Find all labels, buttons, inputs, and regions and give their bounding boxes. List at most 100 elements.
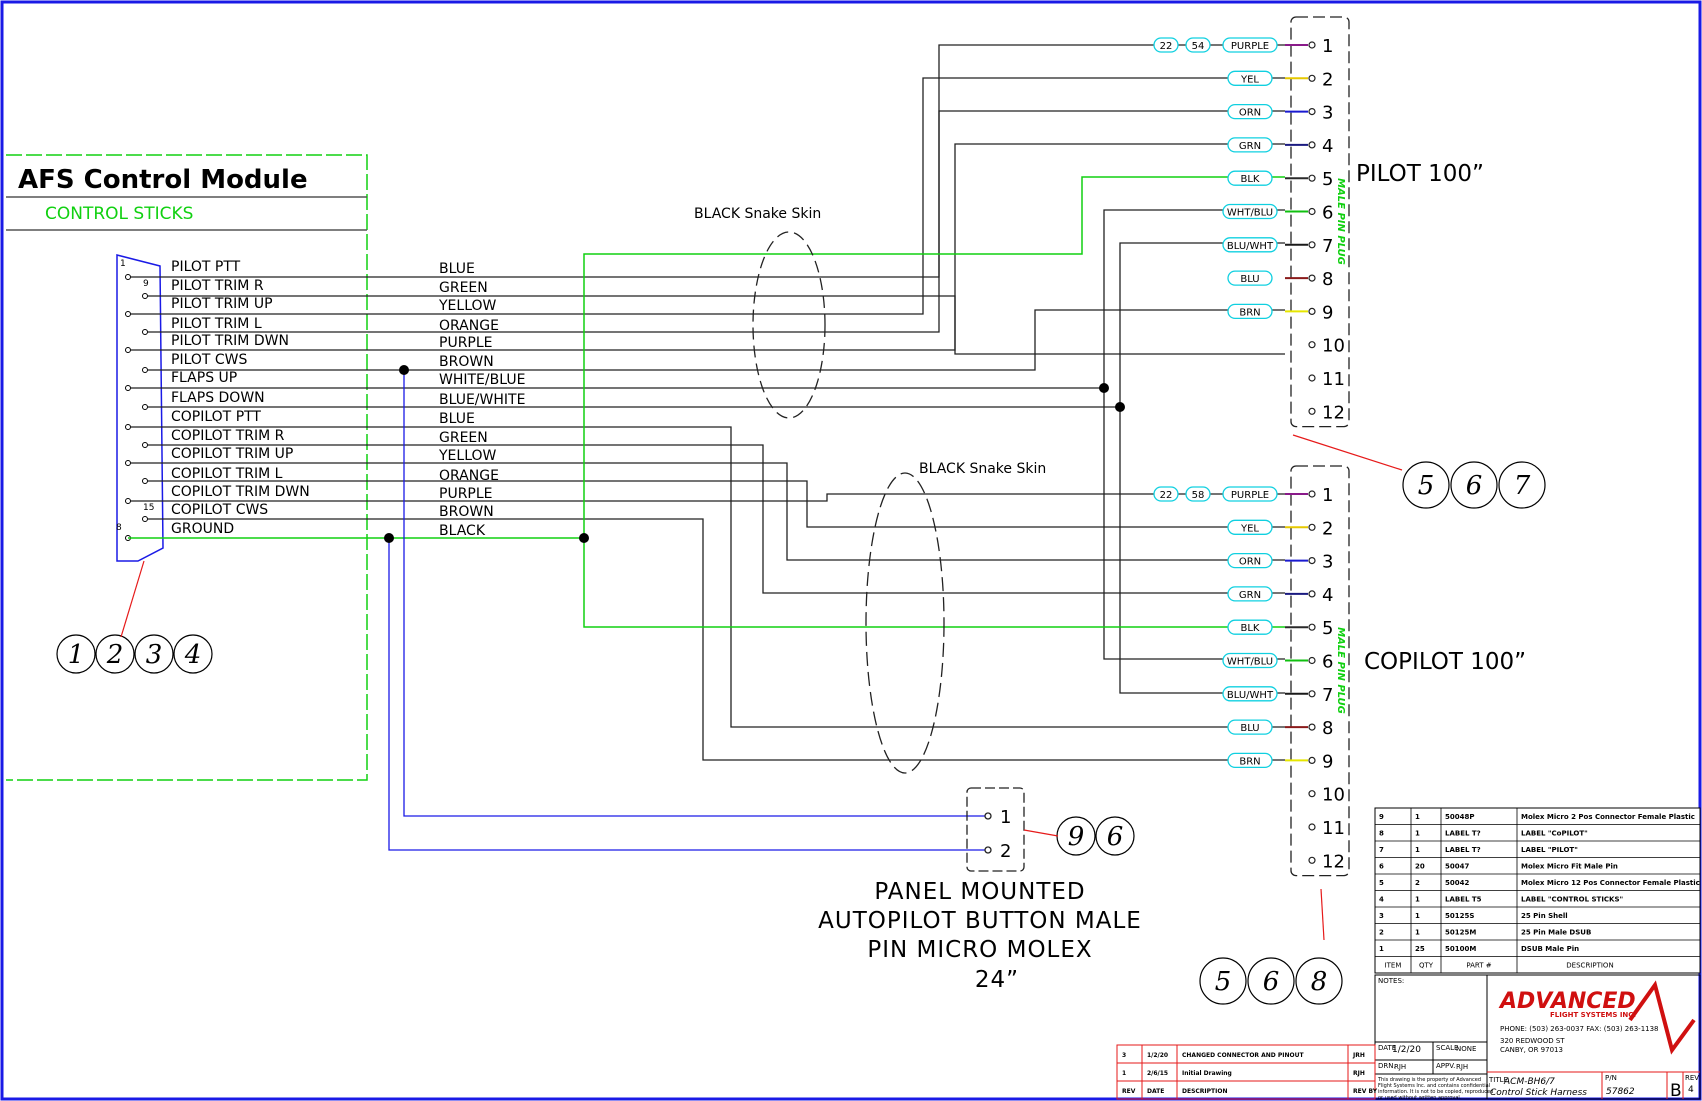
connector-pin-number: 5 bbox=[1322, 618, 1333, 639]
company-logo: ADVANCED bbox=[1498, 989, 1636, 1014]
dsub-pin bbox=[142, 329, 148, 335]
wire-copilot-trim-up bbox=[168, 462, 1285, 561]
module-box: AFS Control Module CONTROL STICKS bbox=[6, 154, 368, 781]
connector-pin-number: 12 bbox=[1322, 402, 1345, 423]
wire-label-wht-blu: WHT/BLU bbox=[1227, 657, 1273, 668]
wire-ap-pin-2 bbox=[388, 538, 985, 851]
connector-pin bbox=[1308, 341, 1316, 349]
bom-cell: 1 bbox=[1379, 945, 1384, 953]
dsub-pin bbox=[125, 274, 131, 280]
connector-pin-number: 12 bbox=[1322, 851, 1345, 872]
connector-pin-number: 1 bbox=[1322, 36, 1333, 57]
dsub-pin bbox=[125, 460, 131, 466]
bom-cell: 50048P bbox=[1445, 813, 1474, 821]
wire-label-pill bbox=[1227, 70, 1273, 86]
dsub-pin-8-label: 8 bbox=[116, 523, 122, 533]
snake-skin-ellipse-pilot bbox=[752, 231, 826, 419]
splice-pill bbox=[1153, 486, 1179, 502]
copilot-balloon-number: 6 bbox=[1263, 967, 1280, 997]
wire-ground-pilot bbox=[583, 176, 1285, 538]
snake-skin-label-pilot: BLACK Snake Skin bbox=[694, 206, 821, 222]
wire-label-pill bbox=[1227, 270, 1273, 286]
signal-name-copilot-trim-up: COPILOT TRIM UP bbox=[171, 446, 293, 462]
bom-cell: 50100M bbox=[1445, 945, 1476, 953]
revision-cell: 1/2/20 bbox=[1147, 1052, 1168, 1059]
drn-label: DRN. bbox=[1378, 1062, 1396, 1070]
connector-pin bbox=[1308, 790, 1316, 798]
wire-pilot-cws bbox=[168, 309, 1285, 371]
wire-label-brn: BRN bbox=[1239, 756, 1260, 767]
plug-type-label: MALE PIN PLUG bbox=[1335, 178, 1346, 265]
date-value: 1/2/20 bbox=[1392, 1045, 1421, 1055]
wire-label-blk: BLK bbox=[1241, 174, 1260, 185]
bom-cell: Molex Micro Fit Male Pin bbox=[1521, 863, 1618, 871]
title-value: ACM-BH6/7 bbox=[1503, 1077, 1555, 1087]
bom-header: PART # bbox=[1466, 962, 1491, 970]
wire-flaps-up bbox=[168, 209, 1285, 389]
connector-pin bbox=[1308, 274, 1316, 282]
dsub-balloon bbox=[95, 634, 135, 674]
wire-label-pill bbox=[1227, 619, 1273, 635]
connector-pin bbox=[1308, 141, 1316, 149]
bom-cell: 8 bbox=[1379, 830, 1384, 838]
connector-pin bbox=[1308, 407, 1316, 415]
snake-skin-label-copilot: BLACK Snake Skin bbox=[919, 461, 1046, 477]
module-title: AFS Control Module bbox=[18, 165, 308, 195]
wire-label-yel: YEL bbox=[1240, 523, 1259, 534]
bom-cell: 1 bbox=[1415, 846, 1420, 854]
connector-pin-number: 9 bbox=[1322, 302, 1333, 323]
bom-cell: 25 Pin Shell bbox=[1521, 912, 1568, 920]
wire-label-pill bbox=[1222, 37, 1278, 53]
connector-pin bbox=[1308, 623, 1316, 631]
dsub-balloon-number: 3 bbox=[146, 640, 163, 670]
confidential-note: or used without written approval. bbox=[1378, 1095, 1462, 1101]
pilot-balloon bbox=[1402, 461, 1450, 509]
bom-cell: 1 bbox=[1415, 929, 1420, 937]
copilot-connector: 123456789101112PURPLEYELORNGRNBLKWHT/BLU… bbox=[1153, 465, 1350, 877]
dsub-balloon bbox=[134, 634, 174, 674]
revision-cell: CHANGED CONNECTOR AND PINOUT bbox=[1182, 1052, 1304, 1059]
connector-pin-number: 10 bbox=[1322, 336, 1345, 357]
ap-connector: 1 2 PANEL MOUNTED AUTOPILOT BUTTON MALE … bbox=[818, 787, 1142, 993]
wire-flaps-down bbox=[168, 242, 1285, 408]
pilot-connector: 123456789101112PURPLEYELORNGRNBLKWHT/BLU… bbox=[1153, 16, 1350, 428]
connector-pin-number: 1 bbox=[1322, 485, 1333, 506]
snake-skin-ellipse-copilot bbox=[865, 472, 945, 774]
connector-pin bbox=[1308, 690, 1316, 698]
wire-label-pill bbox=[1227, 170, 1273, 186]
wire-label-pill bbox=[1227, 303, 1273, 320]
appv-value: RJH bbox=[1456, 1063, 1468, 1071]
signal-name-copilot-ptt: COPILOT PTT bbox=[171, 409, 261, 425]
revision-header: REV BY bbox=[1353, 1088, 1378, 1095]
wire-label-wht-blu: WHT/BLU bbox=[1227, 208, 1273, 219]
wire-ap-pin-1 bbox=[403, 370, 985, 817]
wire-ground-copilot bbox=[583, 538, 1285, 628]
leader-lines bbox=[120, 434, 1403, 941]
splice-pill bbox=[1185, 37, 1211, 53]
signal-wire-color: ORANGE bbox=[439, 468, 499, 484]
connector-pin bbox=[1308, 756, 1316, 765]
pilot-balloon bbox=[1450, 461, 1498, 509]
wire-copilot-trim-l bbox=[168, 480, 1285, 528]
signal-wire-color: BLUE/WHITE bbox=[439, 392, 525, 408]
dsub-pin bbox=[142, 293, 148, 299]
wire-label-pill bbox=[1222, 237, 1278, 253]
bom-cell: 20 bbox=[1415, 863, 1425, 871]
connector-pin-number: 2 bbox=[1322, 518, 1333, 539]
signal-wire-color: WHITE/BLUE bbox=[439, 372, 525, 388]
pilot-balloon-number: 6 bbox=[1466, 471, 1483, 501]
signal-name-pilot-cws: PILOT CWS bbox=[171, 352, 248, 368]
confidential-note: information. It is not to be copied, rep… bbox=[1378, 1089, 1493, 1095]
wire-label-pill bbox=[1222, 486, 1278, 502]
pilot-balloon-number: 5 bbox=[1418, 471, 1435, 501]
wire-label-grn: GRN bbox=[1239, 590, 1261, 601]
ap-label-line-2: AUTOPILOT BUTTON MALE bbox=[818, 908, 1142, 934]
junction-dot bbox=[384, 533, 394, 543]
ap-balloon-number: 6 bbox=[1107, 822, 1124, 852]
bom-cell: 3 bbox=[1379, 912, 1384, 920]
connector-pin bbox=[1308, 207, 1316, 216]
pilot-balloon-number: 7 bbox=[1514, 471, 1531, 501]
copilot-balloon-number: 5 bbox=[1215, 967, 1232, 997]
